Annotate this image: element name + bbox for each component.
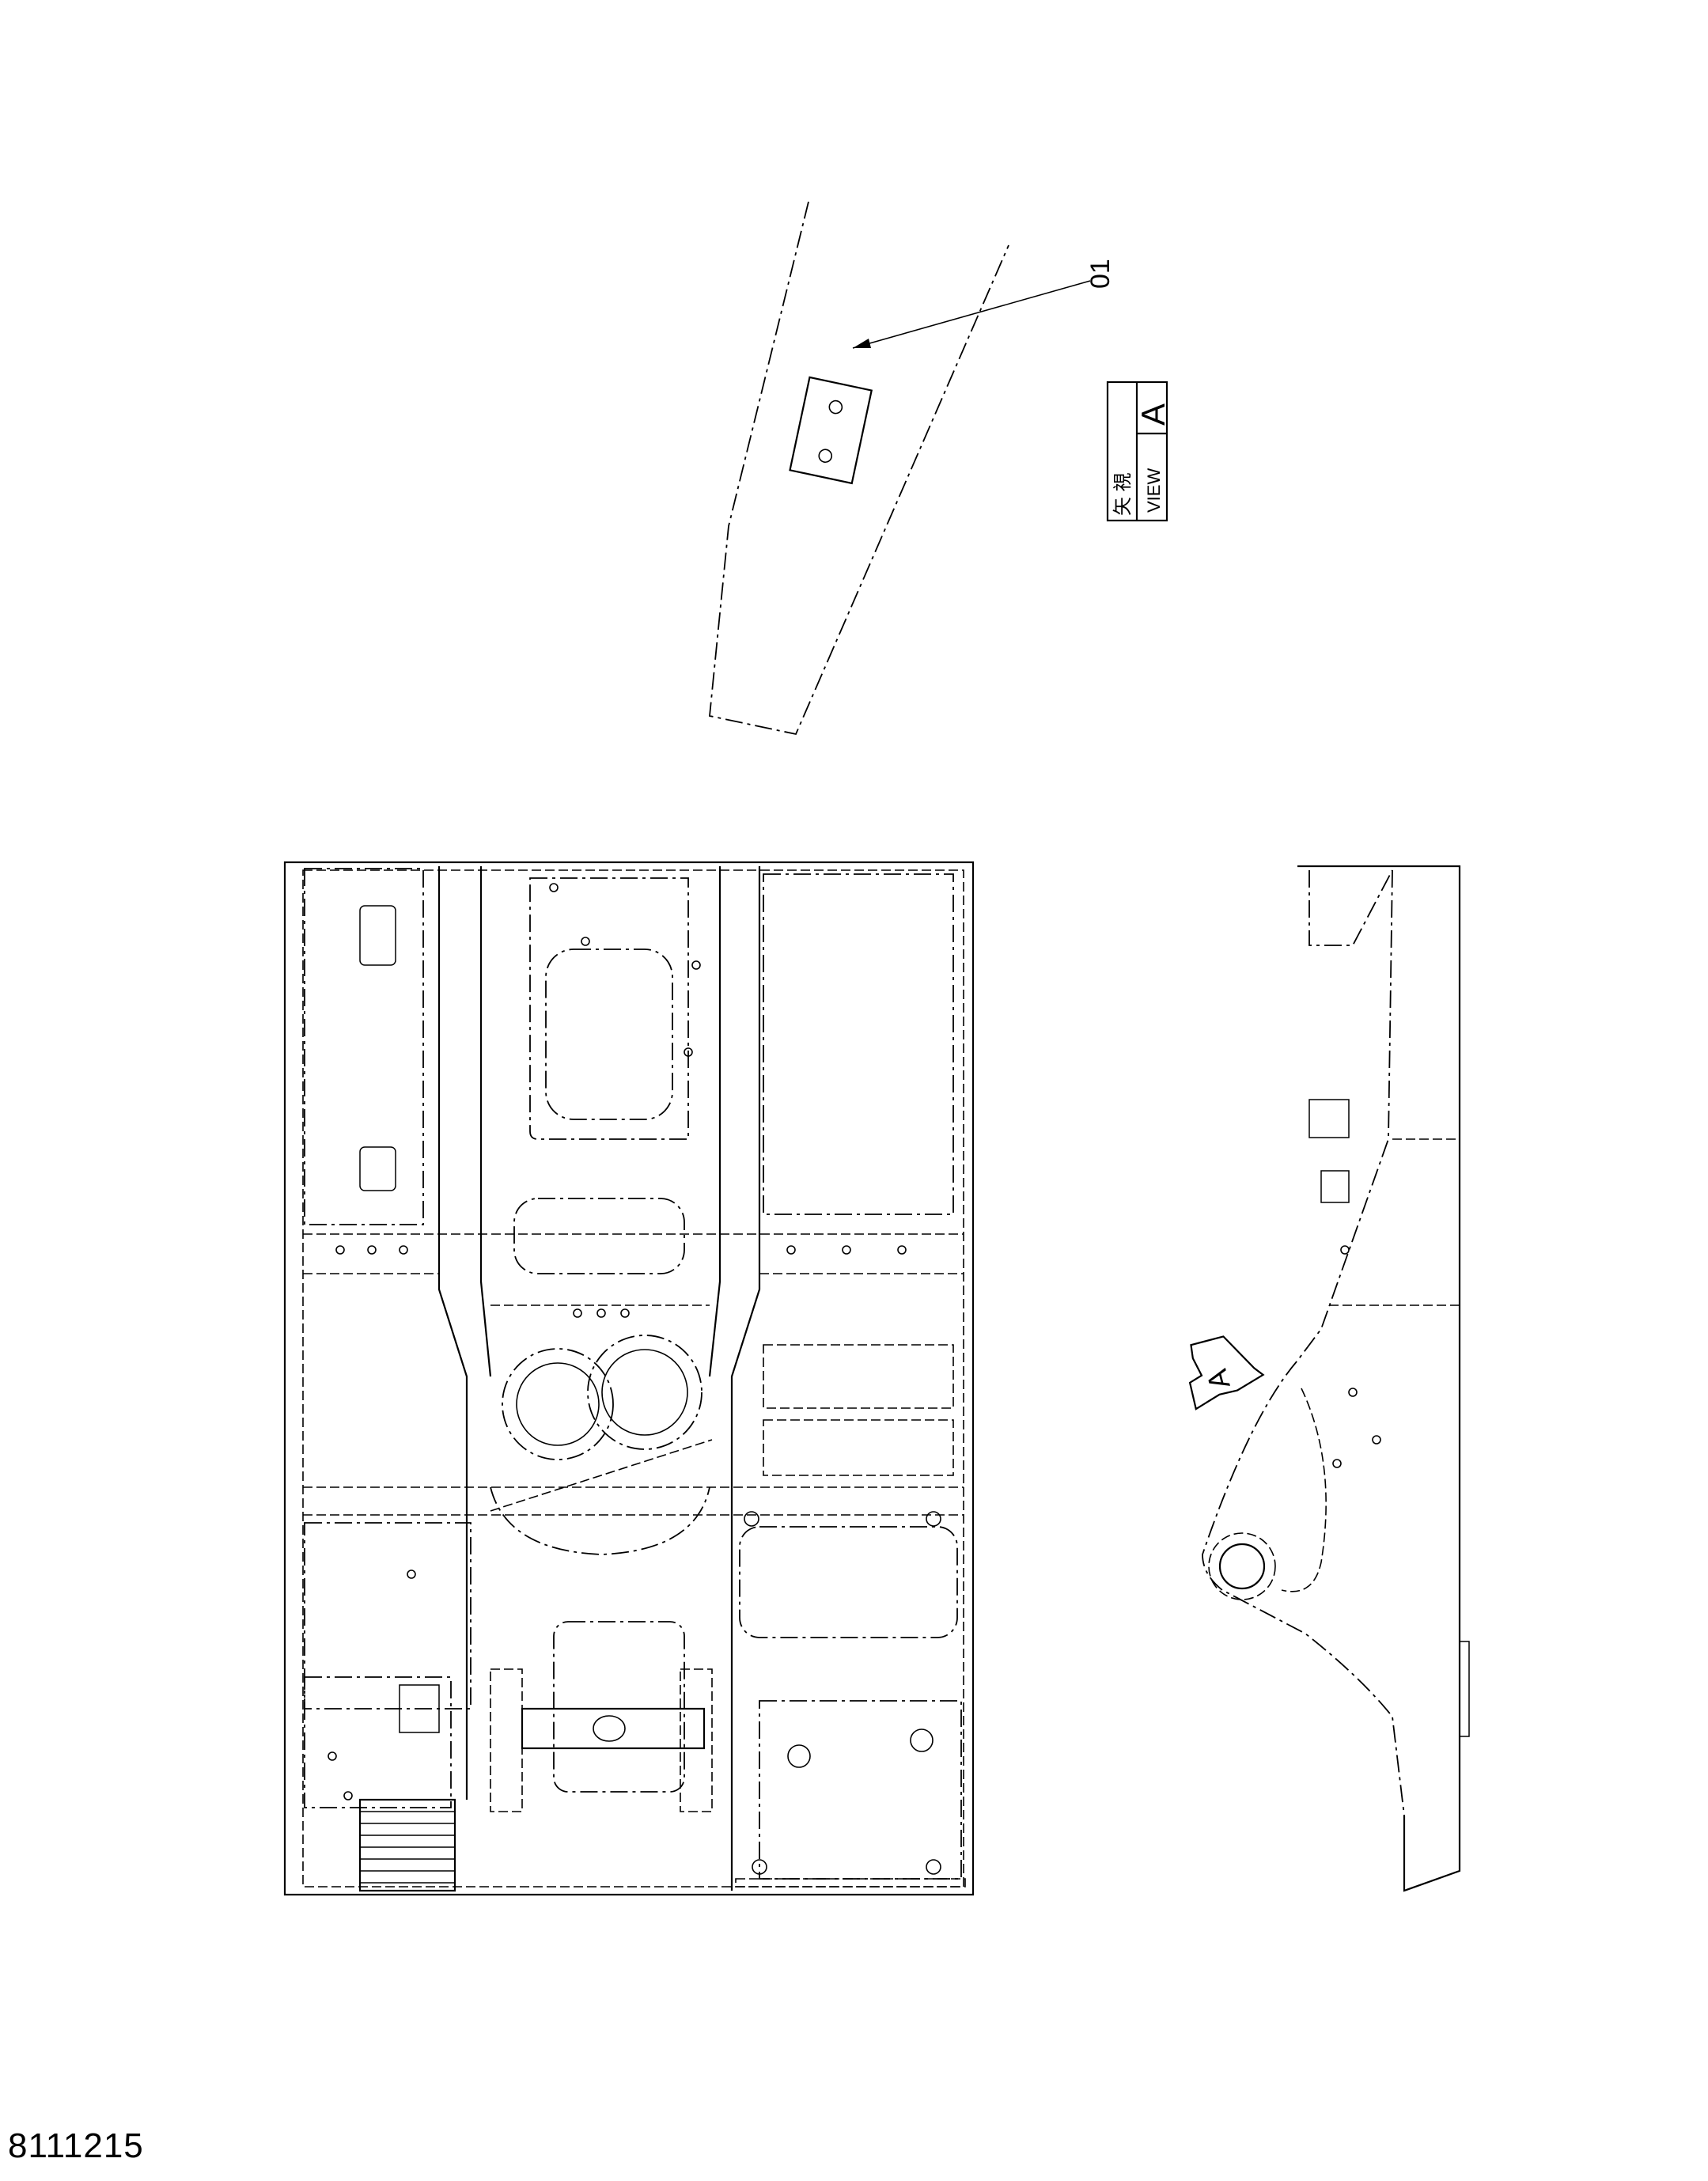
main-frame-plan-view xyxy=(283,861,975,1896)
step-ladder xyxy=(358,1798,456,1892)
view-label-word: VIEW xyxy=(1144,468,1164,513)
view-arrow-letter: A xyxy=(1200,1366,1237,1393)
view-direction-arrow: A xyxy=(1188,1335,1265,1410)
view-a-detail: 01 矢 視 VIEW A xyxy=(709,201,1172,736)
view-label-letter: A xyxy=(1134,403,1172,426)
swing-bearing-left xyxy=(502,1348,614,1460)
leader-line xyxy=(852,280,1091,349)
phantom-frame-outline xyxy=(709,201,1009,736)
pivot-boss xyxy=(1218,1543,1266,1590)
swing-bearing-right xyxy=(587,1335,703,1450)
part-number-callout: 01 xyxy=(1085,259,1115,289)
drawing-number: 8111215 xyxy=(8,2126,144,2165)
view-label-kanji: 矢 視 xyxy=(1112,472,1134,516)
plate-part xyxy=(789,376,873,485)
bolt-holes xyxy=(328,883,941,1875)
side-view xyxy=(1202,865,1470,1892)
view-a-label-box: 矢 視 VIEW A xyxy=(1106,381,1172,522)
